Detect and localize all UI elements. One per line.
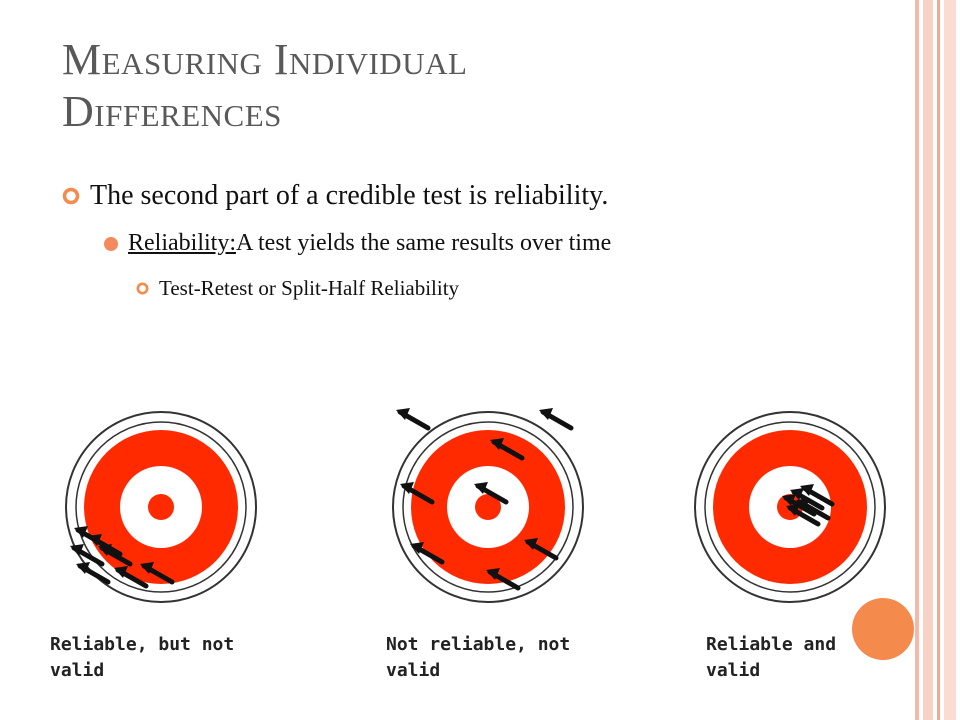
caption-reliable-not-valid: Reliable, but not valid [50,632,280,684]
caption-line: valid [386,660,441,681]
orange-ring-bullet-icon [62,187,80,205]
slide-title-line2: Differences [62,87,282,136]
caption-line: valid [50,660,105,681]
reliability-term: Reliability: [128,230,236,256]
bullet2-text: A test yields the same results over time [236,230,612,256]
bullet-level2: Reliability: A test yields the same resu… [104,230,611,257]
orange-ring-bullet-icon [136,282,149,295]
bullet1-text: The second part of a credible test is re… [90,180,609,211]
caption-reliable-and-valid: Reliable and valid [706,632,906,684]
arrow-icon [396,408,428,428]
decorative-orange-circle [852,598,914,660]
caption-not-reliable-not-valid: Not reliable, not valid [386,632,616,684]
orange-dot-bullet-icon [104,236,118,251]
target-illustrations [65,390,886,603]
decorative-side-stripes [915,0,960,720]
caption-line: valid [706,660,761,681]
caption-line: Reliable, but not [50,634,235,655]
bullet-level1: The second part of a credible test is re… [62,180,608,212]
slide-title: Measuring Individual Differences [62,34,862,138]
arrow-icon [539,408,571,428]
slide-title-line1: Measuring Individual [62,35,468,84]
bullet3-text: Test-Retest or Split-Half Reliability [159,276,460,300]
caption-line: Not reliable, not [386,634,571,655]
caption-line: Reliable and [706,634,837,655]
bullet-level3: Test-Retest or Split-Half Reliability [136,276,459,301]
